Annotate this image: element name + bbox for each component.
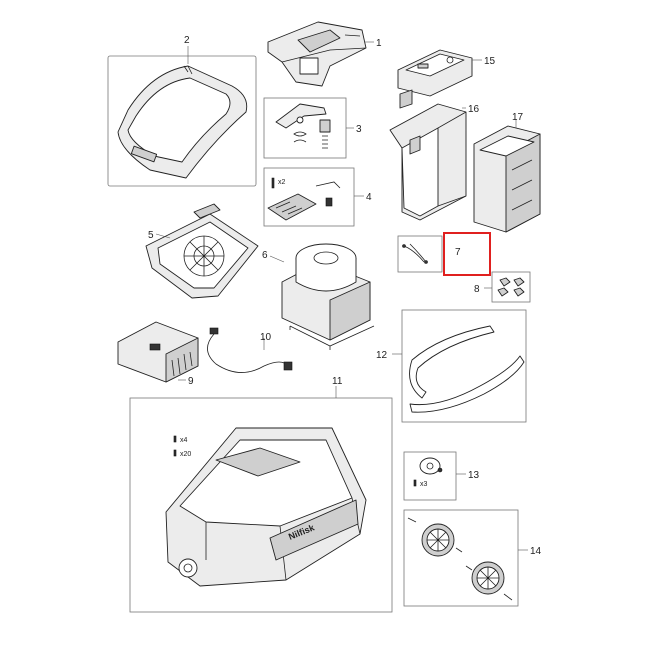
callout-3: 3 — [356, 124, 362, 135]
part-15-control-panel[interactable]: 15 — [397, 49, 496, 109]
part-13-screw-qty: x3 — [420, 481, 428, 488]
callout-13: 13 — [468, 470, 480, 481]
callout-15: 15 — [484, 56, 496, 67]
part-4-screw-qty: x2 — [278, 179, 286, 186]
callout-6: 6 — [262, 250, 268, 261]
part-10-power-cable[interactable]: 10 — [207, 327, 293, 373]
part-1-handle-grip[interactable]: 1 — [267, 21, 382, 87]
callout-12: 12 — [376, 350, 388, 361]
part-12-bumper-strips[interactable]: 12 — [376, 309, 527, 423]
part-6-motor-unit[interactable]: 6 — [262, 243, 375, 350]
part-2-top-cover[interactable]: 2 — [107, 35, 257, 187]
part-13-castor-wheel[interactable]: x3 13 — [403, 451, 480, 501]
part-9-battery-charger[interactable]: 9 — [117, 321, 199, 387]
callout-9: 9 — [188, 376, 194, 387]
callout-7: 7 — [455, 247, 461, 258]
part-7-cable-set[interactable]: 7 — [397, 232, 491, 276]
callout-8: 8 — [474, 284, 480, 295]
part-17-battery-pack[interactable]: 17 — [473, 112, 541, 233]
callout-1: 1 — [376, 38, 382, 49]
callout-10: 10 — [260, 332, 272, 343]
callout-14: 14 — [530, 546, 542, 557]
part-5-filter-grid[interactable]: 5 — [145, 203, 259, 299]
highlight-box — [443, 232, 491, 276]
part-16-battery-compartment[interactable]: 16 — [389, 103, 480, 221]
part-14-rear-wheels[interactable]: 14 — [403, 509, 542, 607]
callout-11: 11 — [332, 376, 343, 387]
part-4-circuit-board[interactable]: x2 4 — [263, 167, 372, 227]
callout-2: 2 — [184, 35, 190, 46]
part-11-screw-qty-a: x4 — [180, 437, 188, 444]
part-3-latch-set[interactable]: 3 — [263, 97, 362, 159]
part-8-nuts[interactable]: 8 — [474, 271, 531, 303]
part-11-main-housing[interactable]: 11 x4 x20 Nilfisk — [129, 376, 393, 613]
callout-4: 4 — [366, 192, 372, 203]
callout-5: 5 — [148, 230, 154, 241]
callout-17: 17 — [512, 112, 524, 123]
part-11-screw-qty-b: x20 — [180, 451, 191, 458]
callout-16: 16 — [468, 104, 480, 115]
